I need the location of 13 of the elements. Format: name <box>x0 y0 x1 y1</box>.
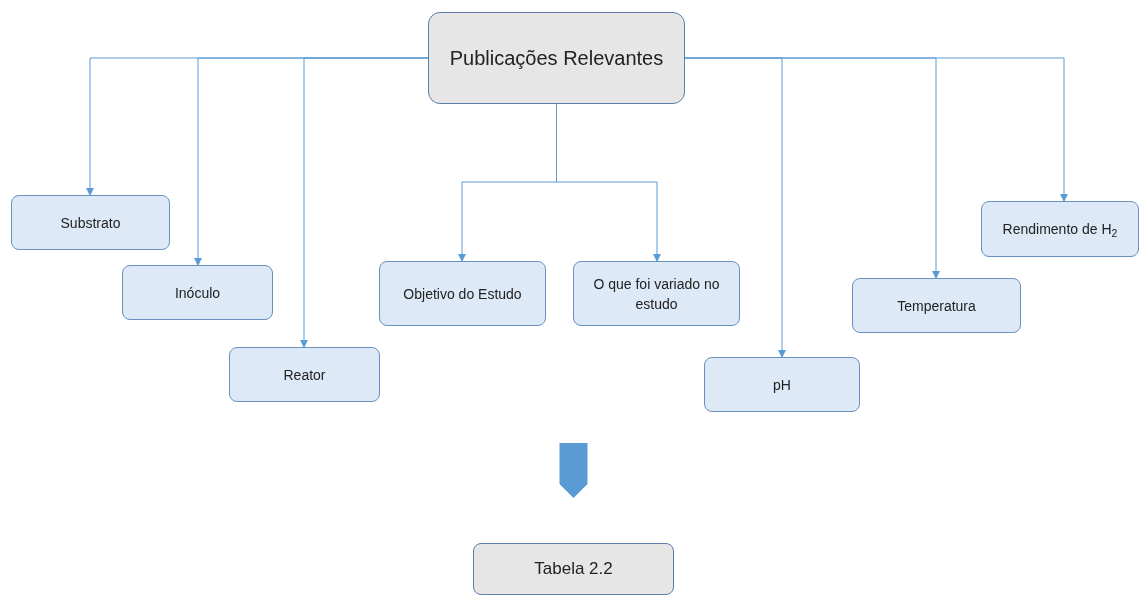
topic-box: Reator <box>229 347 380 402</box>
topic-box: Substrato <box>11 195 170 250</box>
topic-box: pH <box>704 357 860 412</box>
topic-box: Temperatura <box>852 278 1021 333</box>
topic-box: Inóculo <box>122 265 273 320</box>
connector-arrow <box>684 57 1068 202</box>
topic-box: Rendimento de H$_{2}$ <box>981 201 1139 257</box>
title-box: Tabela 2.2 <box>473 543 674 595</box>
topic-box: O que foi variado no estudo <box>573 261 740 326</box>
block-arrow <box>559 443 588 498</box>
topic-box: Objetivo do Estudo <box>379 261 546 326</box>
connector-arrow <box>300 57 429 348</box>
title-box: Publicações Relevantes <box>428 12 685 104</box>
